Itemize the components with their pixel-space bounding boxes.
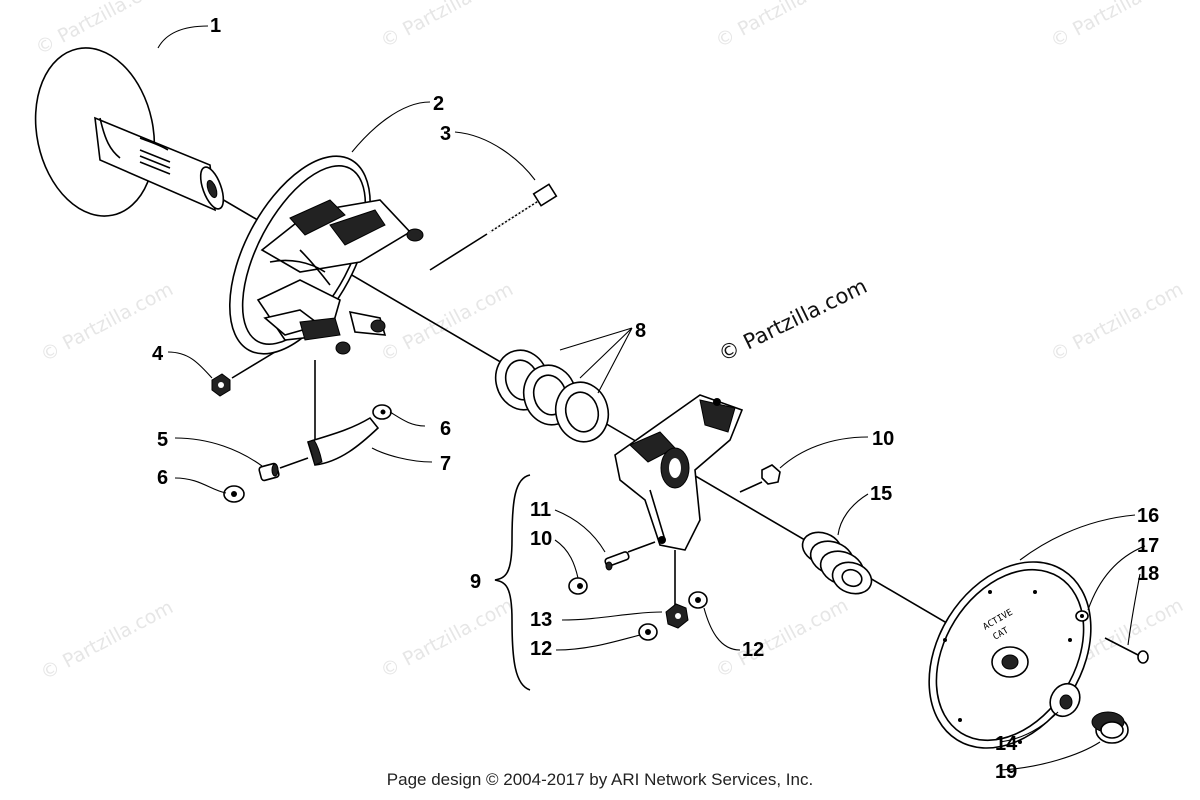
- callout-9: 9: [470, 571, 481, 593]
- brand-notice: © Partzilla.com: [715, 274, 871, 367]
- callout-7: 7: [440, 453, 451, 475]
- part-3-bolt[interactable]: [429, 183, 558, 271]
- part-13-roller[interactable]: [665, 603, 689, 629]
- leader-lines: [157, 25, 1146, 771]
- callout-10-upper: 10: [872, 428, 894, 450]
- footer-copyright: Page design © 2004-2017 by ARI Network S…: [386, 770, 814, 789]
- part-10-button-upper[interactable]: [739, 464, 781, 493]
- part-12-washer-right[interactable]: [688, 591, 708, 609]
- callout-11: 11: [530, 499, 551, 521]
- watermark: © Partzilla.com: [377, 278, 517, 366]
- watermark: © Partzilla.com: [37, 596, 177, 684]
- watermark: © Partzilla.com: [712, 0, 852, 52]
- part-2-movable-sheave-housing[interactable]: [201, 134, 424, 376]
- callout-10-lower: 10: [530, 528, 552, 550]
- callout-18: 18: [1137, 563, 1159, 585]
- part-6-washer-upper[interactable]: [372, 404, 392, 420]
- callout-4: 4: [152, 343, 164, 365]
- callout-15: 15: [870, 483, 892, 505]
- callout-5: 5: [157, 429, 168, 451]
- watermark: © Partzilla.com: [1047, 0, 1187, 52]
- watermark: © Partzilla.com: [377, 594, 517, 682]
- part-11-pin[interactable]: [604, 541, 656, 571]
- callout-6-lower: 6: [157, 467, 168, 489]
- part-19-cap[interactable]: [1091, 711, 1129, 744]
- watermark: © Partzilla.com: [1047, 278, 1187, 366]
- callout-14: 14: [995, 733, 1018, 755]
- watermark: © Partzilla.com: [712, 594, 852, 682]
- callout-6-upper: 6: [440, 418, 451, 440]
- part-7-weight[interactable]: [307, 360, 380, 466]
- callout-12-right: 12: [742, 639, 764, 661]
- part-18-screw[interactable]: [1104, 637, 1149, 664]
- part-15-spring[interactable]: [798, 527, 876, 599]
- part-8-spacer-washers[interactable]: [489, 344, 615, 447]
- part-17-lock-washer[interactable]: [1075, 610, 1089, 622]
- callout-19: 19: [995, 761, 1017, 783]
- watermark: © Partzilla.com: [377, 0, 517, 52]
- part-9-spider-assembly[interactable]: [494, 394, 744, 691]
- callout-1: 1: [210, 15, 221, 37]
- callout-3: 3: [440, 123, 451, 145]
- part-5-roller[interactable]: [258, 457, 309, 482]
- callout-12-left: 12: [530, 638, 552, 660]
- part-12-washer-left[interactable]: [638, 623, 658, 641]
- callout-8: 8: [635, 320, 646, 342]
- part-1-fixed-sheave[interactable]: [21, 37, 228, 227]
- part-14-washer[interactable]: [1044, 678, 1085, 721]
- part-4-nut[interactable]: [211, 351, 276, 397]
- callout-17: 17: [1137, 535, 1159, 557]
- callout-16: 16: [1137, 505, 1159, 527]
- callout-13: 13: [530, 609, 552, 631]
- callout-labels: 1 2 3 4 5 6 6 7 8 9 10 10 11 12 12 13 14…: [152, 15, 1159, 783]
- part-6-washer-lower[interactable]: [223, 485, 245, 503]
- part-10-button-lower[interactable]: [568, 577, 588, 595]
- callout-2: 2: [433, 93, 444, 115]
